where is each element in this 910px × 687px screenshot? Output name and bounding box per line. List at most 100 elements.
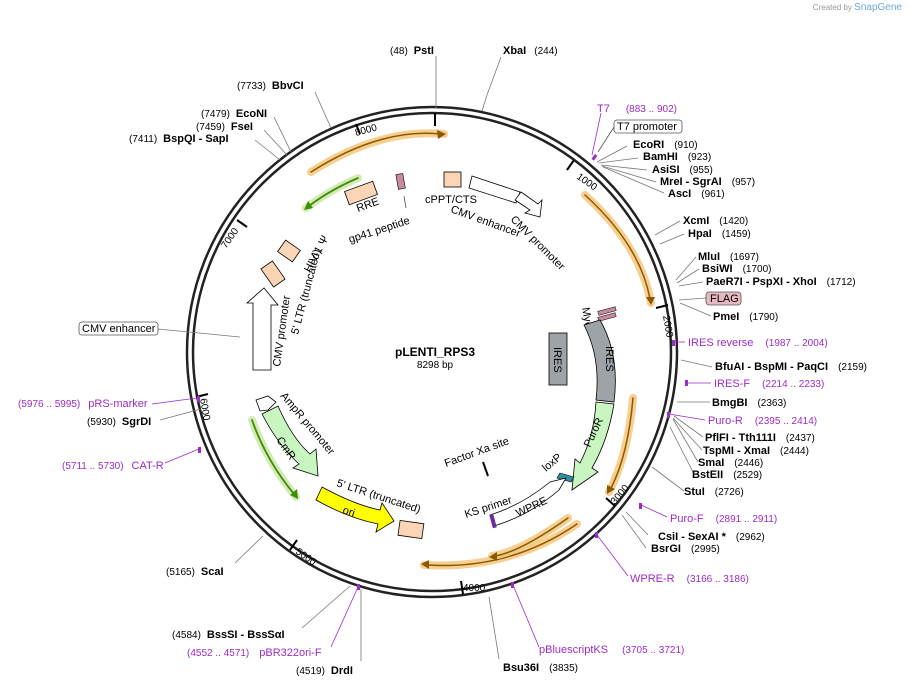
tick-label-1000: 1000 bbox=[574, 171, 599, 193]
site-xcmi: XcmI(1420) bbox=[683, 215, 748, 227]
site-bamhi: BamHI(923) bbox=[643, 151, 711, 163]
leader-bbvci bbox=[314, 91, 332, 129]
site-bsu36i: Bsu36I(3835) bbox=[503, 662, 578, 674]
leader-tth111i bbox=[673, 415, 704, 438]
plasmid-length: 8298 bp bbox=[417, 360, 454, 371]
ampr-promoter-arrow bbox=[255, 395, 277, 412]
leader-bfuai bbox=[680, 359, 713, 368]
site-xbai: XbaI(244) bbox=[503, 45, 558, 57]
leader-bsssi bbox=[301, 585, 351, 629]
site-bbvci: (7733)BbvCI bbox=[237, 80, 304, 92]
site-mrei: MreI - SgrAI(957) bbox=[660, 176, 755, 188]
site-tth111i: PflFI - Tth111I(2437) bbox=[705, 432, 815, 444]
ires-left-box bbox=[548, 332, 568, 386]
leader-mrei bbox=[601, 165, 657, 183]
cppt-box bbox=[443, 171, 462, 188]
leader-cat-r bbox=[164, 448, 200, 464]
primer-puro-r: Puro-R(2395 .. 2414) bbox=[708, 415, 817, 427]
flag-box bbox=[705, 291, 742, 306]
factor-xa-label: Factor Xa site bbox=[443, 435, 511, 469]
tick-mark bbox=[605, 497, 616, 507]
myc-box bbox=[597, 306, 617, 316]
leader-xmai bbox=[672, 417, 703, 451]
tick-label-5000: 5000 bbox=[293, 546, 318, 568]
site-ecori: EcoRI(910) bbox=[633, 139, 698, 151]
leader-pmei bbox=[679, 302, 712, 317]
site-asisi: AsiSI(955) bbox=[652, 164, 713, 176]
leader-pbr322 bbox=[330, 586, 359, 648]
leader-fsei bbox=[263, 129, 288, 156]
orf-arrowhead bbox=[489, 552, 497, 561]
hiv-psi-box bbox=[277, 239, 301, 263]
cmv-promoter-arrow bbox=[514, 191, 543, 218]
tick-mark bbox=[460, 580, 464, 595]
green-orf-arc-top-line bbox=[308, 177, 359, 207]
primer-mark-ires-reverse bbox=[672, 340, 675, 346]
orf-arc-right-line bbox=[584, 194, 651, 300]
primer-puro-f: Puro-F(2891 .. 2911) bbox=[670, 513, 777, 525]
orf-arc-top bbox=[307, 129, 448, 176]
orf-arc-lowright-line bbox=[610, 397, 634, 489]
primer-pbr322: (4552 .. 4571)pBR322ori-F bbox=[187, 647, 322, 659]
tick-label-2000: 2000 bbox=[660, 315, 675, 339]
green-orf-arc-left-line bbox=[251, 419, 295, 495]
site-xmai: TspMI - XmaI(2444) bbox=[703, 445, 809, 457]
puror-arrow bbox=[571, 401, 615, 491]
primer-pbluescript: pBluescriptKS(3705 .. 3721) bbox=[539, 644, 684, 656]
leader-xcmi bbox=[654, 220, 681, 236]
site-bsiwi: BsiWI(1700) bbox=[702, 263, 771, 275]
primer-ires-f: IRES-F(2214 .. 2233) bbox=[714, 378, 824, 390]
myc-box-2 bbox=[597, 312, 617, 322]
tick-label-7000: 7000 bbox=[219, 226, 241, 251]
leader-puro-f bbox=[640, 504, 668, 518]
rre-box bbox=[343, 180, 379, 206]
site-sapi: (7411)BspQI - SapI bbox=[129, 133, 229, 145]
leader-puro-r bbox=[668, 413, 706, 421]
leader-prs-marker bbox=[151, 397, 198, 405]
primer-t7: T7(883 .. 902) bbox=[597, 103, 677, 115]
leader-bamhi bbox=[598, 157, 639, 164]
loxp-label: loxP bbox=[540, 451, 564, 474]
primer-mark-prs-marker bbox=[197, 396, 200, 402]
leader-pbluescript bbox=[512, 584, 540, 648]
snapgene-logo: SnapGene bbox=[854, 2, 902, 13]
primer-leaders bbox=[151, 112, 711, 648]
tick-mark bbox=[289, 539, 298, 551]
leader-mlui bbox=[675, 256, 697, 281]
leader-econi bbox=[273, 116, 292, 153]
cmv-promoter-left-arrow bbox=[245, 287, 279, 371]
orf-arrowhead bbox=[304, 201, 313, 210]
ks-primer-mark bbox=[489, 513, 497, 529]
orf-arrowhead bbox=[607, 485, 615, 494]
site-psti: (48)PstI bbox=[390, 45, 434, 57]
boxed-labels: T7 promoter FLAG CMV enhancer bbox=[78, 119, 742, 336]
leader-stui bbox=[651, 466, 685, 492]
primer-cat-r: (5711 .. 5730)CAT-R bbox=[62, 460, 164, 472]
leader-lines bbox=[157, 56, 713, 661]
site-bfuai: BfuAI - BspMI - PaqCI(2159) bbox=[715, 361, 867, 373]
leader-scai bbox=[234, 535, 264, 564]
site-smai: SmaI(2446) bbox=[698, 457, 763, 469]
ires-right-label: IRES bbox=[603, 346, 615, 372]
t7-promoter-box bbox=[613, 119, 683, 134]
ori-label: ori bbox=[341, 504, 356, 519]
cmr-arrow bbox=[261, 405, 319, 477]
site-fsei: (7459)FseI bbox=[196, 121, 253, 133]
primer-mark-wpre-r bbox=[595, 532, 598, 538]
site-mlui: MluI(1697) bbox=[698, 251, 759, 263]
credit-text: Created by bbox=[812, 3, 852, 12]
ltr-top-box bbox=[260, 260, 286, 288]
backbone-inner bbox=[191, 111, 673, 593]
t7-promoter-label: T7 promoter bbox=[617, 121, 677, 133]
orf-arc-bottom1-line bbox=[427, 523, 578, 567]
orf-arrowhead bbox=[421, 560, 429, 569]
leader-sgrdi bbox=[159, 408, 202, 421]
site-pmei: PmeI(1790) bbox=[713, 311, 778, 323]
ires-left-label: IRES bbox=[551, 347, 563, 373]
orf-arrowhead bbox=[437, 130, 446, 139]
leader-asisi bbox=[600, 164, 648, 171]
primer-mark-t7 bbox=[591, 153, 598, 161]
site-bmgbi: BmgBI(2363) bbox=[712, 397, 786, 409]
tick-label-6000: 6000 bbox=[197, 398, 212, 422]
leader-ecori bbox=[596, 145, 628, 163]
